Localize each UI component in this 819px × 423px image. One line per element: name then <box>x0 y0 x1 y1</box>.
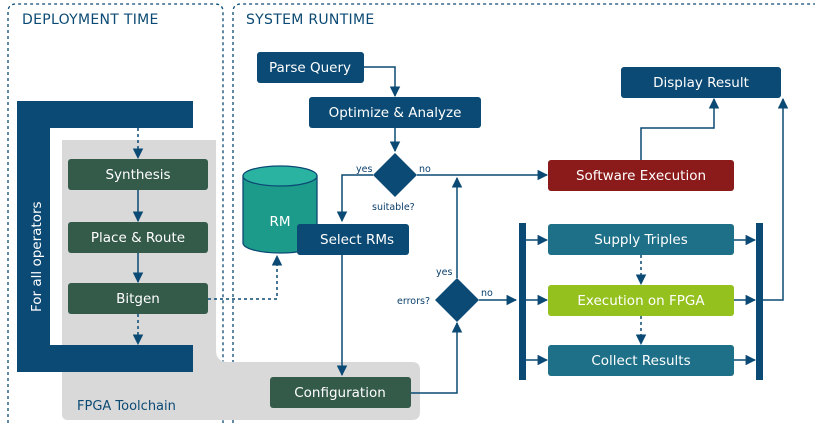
synthesis-box <box>68 159 208 190</box>
errors-question: errors? <box>397 296 430 307</box>
place-route-box <box>68 222 208 253</box>
join-bar-right <box>756 223 763 380</box>
optimize-box <box>309 97 481 128</box>
errors-no: no <box>481 288 493 299</box>
synthesis-label: Synthesis <box>105 167 170 183</box>
runtime-title: SYSTEM RUNTIME <box>246 12 375 28</box>
supply-triples-box <box>548 224 734 255</box>
software-execution-label: Software Execution <box>576 168 706 184</box>
suitable-yes: yes <box>356 164 372 175</box>
bitgen-box <box>68 283 208 314</box>
display-result-box <box>621 67 781 98</box>
deployment-frame <box>7 3 224 423</box>
parse-query-box <box>257 52 364 83</box>
place-route-label: Place & Route <box>91 230 185 246</box>
select-rms-box <box>297 224 409 255</box>
rm-label: RM <box>269 214 290 230</box>
for-all-operators-label: For all operators <box>29 201 45 312</box>
arrow-join-display <box>763 97 789 301</box>
suitable-no: no <box>419 164 431 175</box>
bitgen-label: Bitgen <box>116 291 160 307</box>
fpga-toolchain-label: FPGA Toolchain <box>77 399 176 414</box>
arrow-configuration-errors <box>411 321 463 394</box>
collect-results-label: Collect Results <box>591 353 690 369</box>
for-all-operators-loop <box>17 101 193 372</box>
errors-yes: yes <box>436 267 452 278</box>
arrow-suitable-select <box>336 174 373 223</box>
collect-results-box <box>548 345 734 376</box>
rm-cylinder-top <box>242 165 318 187</box>
software-execution-box <box>548 160 734 191</box>
fork-bar-left <box>519 223 526 380</box>
errors-decision <box>435 278 479 322</box>
execution-fpga-label: Execution on FPGA <box>577 293 705 309</box>
arrow-bitgen-rm <box>208 254 283 300</box>
suitable-decision <box>373 153 417 197</box>
display-result-label: Display Result <box>653 75 749 91</box>
parse-query-label: Parse Query <box>269 60 351 76</box>
configuration-label: Configuration <box>294 385 386 401</box>
arrow-software-display <box>640 97 720 160</box>
configuration-box <box>270 377 411 408</box>
arrow-parse-optimize <box>364 66 401 98</box>
optimize-label: Optimize & Analyze <box>329 105 462 121</box>
supply-triples-label: Supply Triples <box>594 232 688 248</box>
deployment-title: DEPLOYMENT TIME <box>22 12 159 28</box>
suitable-question: suitable? <box>372 202 415 213</box>
execution-fpga-box <box>548 285 734 316</box>
select-rms-label: Select RMs <box>320 232 394 248</box>
